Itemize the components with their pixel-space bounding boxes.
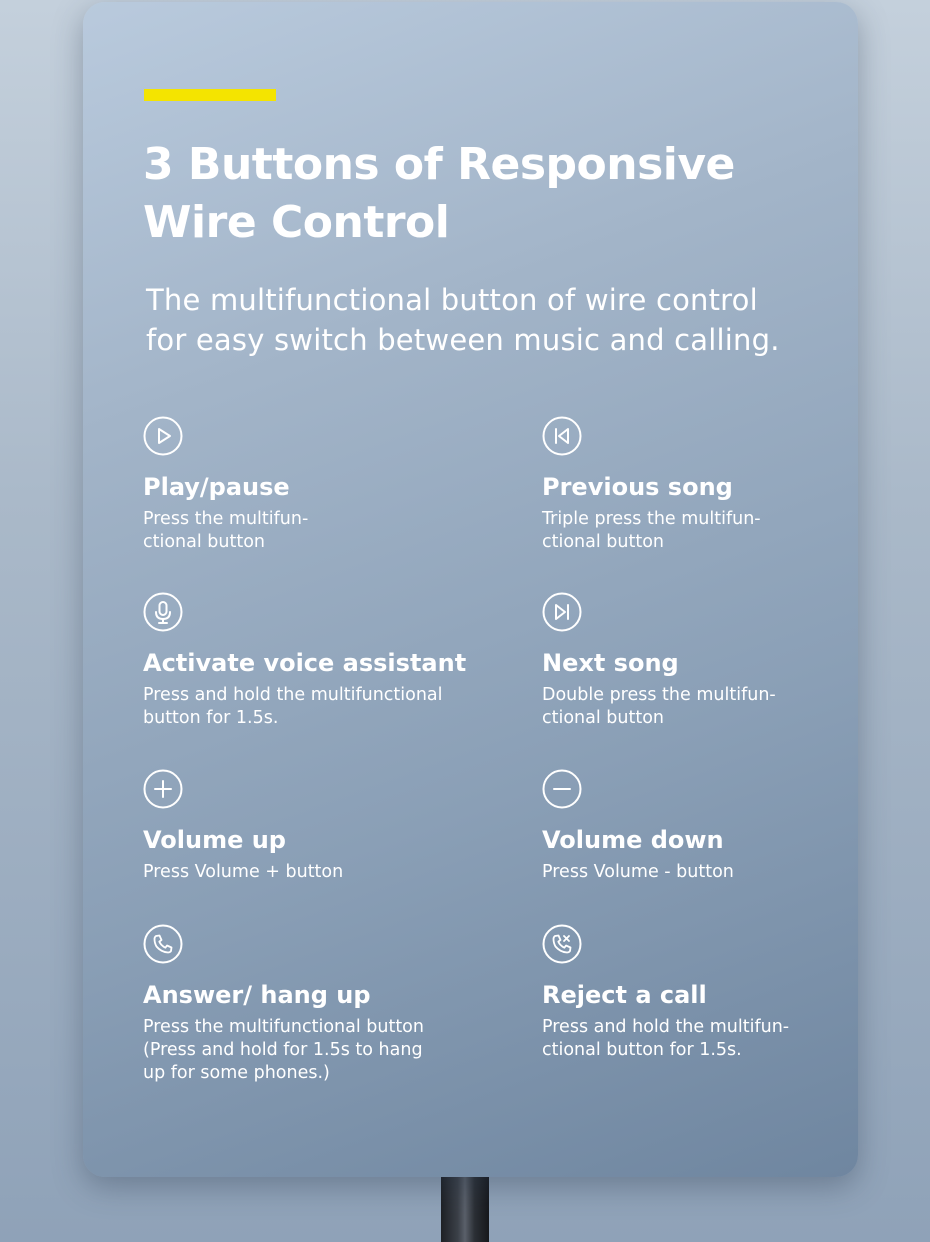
feature-description: Triple press the multifun- ctional butto… [542,509,761,552]
minus-icon [542,769,582,809]
feature-description: Press and hold the multifun- ctional but… [542,1017,790,1060]
next-icon [542,592,582,632]
feature-title: Next song [542,649,679,677]
feature-volume-up: Volume up Press Volume + button [143,769,483,882]
play-icon [143,416,183,456]
subtitle-line-1: The multifunctional button of wire contr… [146,283,758,317]
feature-title: Volume down [542,826,724,854]
feature-title: Answer/ hang up [143,981,371,1009]
feature-voice-assistant: Activate voice assistant Press and hold … [143,592,483,728]
title-line-2: Wire Control [143,197,450,248]
phone-reject-icon [542,924,582,964]
feature-panel: 3 Buttons of Responsive Wire Control The… [83,2,858,1177]
feature-answer-hang-up: Answer/ hang up Press the multifunctiona… [143,924,483,1083]
feature-volume-down: Volume down Press Volume - button [542,769,858,882]
feature-title: Activate voice assistant [143,649,467,677]
feature-next-song: Next song Double press the multifun- cti… [542,592,858,728]
title-line-1: 3 Buttons of Responsive [143,139,735,190]
feature-play-pause: Play/pause Press the multifun- ctional b… [143,416,483,552]
feature-description: Double press the multifun- ctional butto… [542,685,776,728]
feature-previous-song: Previous song Triple press the multifun-… [542,416,858,552]
accent-bar [144,89,276,101]
subtitle-line-2: for easy switch between music and callin… [146,323,780,357]
feature-reject-call: Reject a call Press and hold the multifu… [542,924,858,1060]
page-subtitle: The multifunctional button of wire contr… [146,280,826,360]
feature-description: Press the multifun- ctional button [143,509,309,552]
feature-title: Play/pause [143,473,290,501]
feature-title: Volume up [143,826,286,854]
feature-description: Press Volume + button [143,862,344,882]
previous-icon [542,416,582,456]
phone-icon [143,924,183,964]
feature-description: Press the multifunctional button (Press … [143,1017,424,1083]
plus-icon [143,769,183,809]
feature-description: Press Volume - button [542,862,734,882]
feature-title: Previous song [542,473,733,501]
microphone-icon [143,592,183,632]
feature-title: Reject a call [542,981,707,1009]
page-title: 3 Buttons of Responsive Wire Control [143,136,803,252]
feature-description: Press and hold the multifunctional butto… [143,685,443,728]
